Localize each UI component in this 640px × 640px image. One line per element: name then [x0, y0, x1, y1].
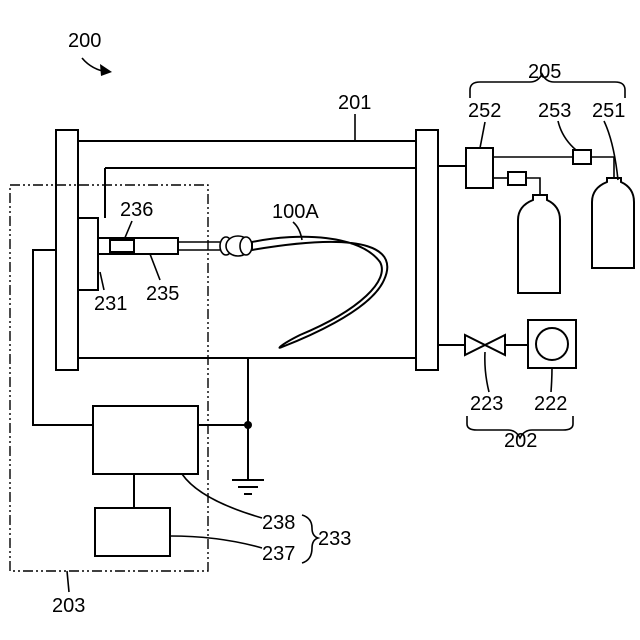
leader-235 — [150, 254, 160, 280]
junction-dot — [244, 421, 252, 429]
brace-233 — [302, 515, 318, 563]
label-tube-holder-235: 235 — [146, 283, 179, 305]
flow-valve-2 — [508, 172, 526, 185]
label-electrode-231: 231 — [94, 293, 127, 315]
label-controller-237: 237 — [262, 543, 295, 565]
pipe-valve-to-cylinder-2 — [526, 178, 540, 195]
device-arrow-head — [100, 64, 112, 76]
gas-cylinder-2 — [518, 195, 560, 293]
electrode-231 — [78, 218, 98, 290]
leader-253 — [558, 121, 576, 150]
label-catheter-100a: 100A — [272, 201, 319, 223]
power-supply-238 — [93, 406, 198, 474]
flow-valve-253 — [573, 150, 591, 164]
leader-222 — [551, 368, 552, 392]
label-chamber-201: 201 — [338, 92, 371, 114]
pipe-valve-to-cylinder-251 — [591, 157, 614, 178]
label-pump-222: 222 — [534, 393, 567, 415]
catheter-100a — [252, 237, 387, 348]
chamber-left-flange — [56, 130, 78, 370]
chamber-right-flange — [416, 130, 438, 370]
label-gas-supply-205: 205 — [528, 61, 561, 83]
label-cylinder-251: 251 — [592, 100, 625, 122]
leader-251 — [604, 121, 618, 180]
leader-203 — [67, 571, 69, 592]
label-power-supply-238: 238 — [262, 512, 295, 534]
connector-fitting — [220, 236, 252, 256]
label-device-200: 200 — [68, 30, 101, 52]
holder-tip-236 — [110, 240, 134, 252]
leader-252 — [480, 122, 485, 148]
leader-237 — [170, 536, 262, 548]
gas-regulator-252 — [466, 148, 493, 188]
label-valve-223: 223 — [470, 393, 503, 415]
gas-cylinder-251 — [592, 178, 634, 268]
label-power-unit-233: 233 — [318, 528, 351, 550]
label-control-unit-203: 203 — [52, 595, 85, 617]
label-regulator-252: 252 — [468, 100, 501, 122]
leader-223 — [485, 352, 489, 392]
label-holder-tip-236: 236 — [120, 199, 153, 221]
leader-231 — [100, 272, 104, 290]
pump-icon — [536, 328, 568, 360]
label-flow-valve-253: 253 — [538, 100, 571, 122]
ground-icon — [232, 480, 264, 494]
label-exhaust-unit-202: 202 — [504, 430, 537, 452]
controller-237 — [95, 508, 170, 556]
connector-tube — [178, 242, 220, 250]
